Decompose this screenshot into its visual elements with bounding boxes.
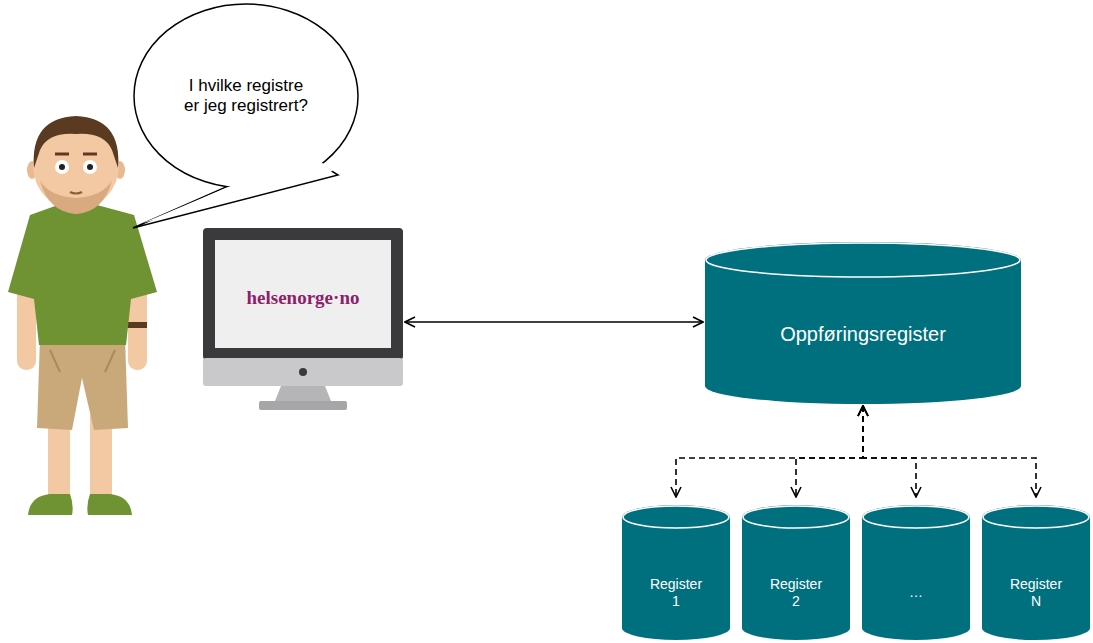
node-outline	[203, 228, 403, 411]
cylinder-top	[983, 506, 1089, 528]
node-label: Register 1	[645, 576, 707, 610]
eyebrow	[55, 153, 97, 156]
cylinder-body	[622, 505, 730, 640]
pupil	[59, 164, 65, 170]
bubble-joint	[143, 153, 333, 223]
dashed-connector	[676, 406, 863, 497]
shoe	[28, 494, 73, 515]
eye	[55, 160, 69, 174]
node-outline	[982, 505, 1090, 640]
watch	[128, 322, 147, 328]
node-label: …	[885, 584, 947, 601]
monitor-frame	[203, 228, 403, 360]
monitor-stand	[275, 386, 331, 401]
database-cylinder: Register 2	[742, 505, 850, 640]
monitor-button	[299, 368, 307, 376]
node-outline	[622, 505, 730, 640]
node-label: Oppføringsregister	[780, 322, 946, 346]
database-cylinder: Register 1	[622, 505, 730, 640]
node-label: I hvilke registre er jeg registrert?	[181, 76, 311, 117]
database-cylinder: …	[862, 505, 970, 640]
logo-text: helsenorge·no	[247, 287, 360, 310]
monitor-base	[259, 401, 347, 410]
dashed-connector	[863, 406, 1036, 497]
shirt	[8, 205, 157, 345]
node-label: Register 2	[765, 576, 827, 610]
pupil	[87, 164, 93, 170]
cylinder-body	[705, 242, 1021, 404]
cylinder-top	[623, 506, 729, 528]
cylinder-top	[863, 506, 969, 528]
cylinder-body	[742, 505, 850, 640]
shoe	[87, 494, 132, 515]
connector-arrow	[405, 321, 703, 323]
beard	[40, 180, 112, 214]
monitor-bezel	[203, 358, 403, 386]
cylinder-top	[743, 506, 849, 528]
eye	[83, 160, 97, 174]
node-outline	[862, 505, 970, 640]
pocket	[50, 350, 115, 372]
monitor-screen	[215, 240, 391, 348]
computer-monitor: helsenorge·no	[203, 228, 403, 411]
database-cylinder: Oppføringsregister	[705, 242, 1021, 404]
speech-bubble: I hvilke registre er jeg registrert?	[133, 3, 359, 189]
dashed-connector	[796, 406, 863, 497]
shorts	[37, 338, 128, 430]
cylinder-body	[862, 505, 970, 640]
cylinder-top	[706, 243, 1020, 277]
dashed-connector	[863, 406, 916, 497]
node-outline	[742, 505, 850, 640]
node-label: Register N	[1005, 576, 1067, 610]
hair	[34, 116, 119, 168]
person	[8, 116, 157, 515]
mouth	[70, 192, 82, 194]
bubble-outline	[134, 4, 358, 188]
database-cylinder: Register N	[982, 505, 1090, 640]
cylinder-body	[982, 505, 1090, 640]
